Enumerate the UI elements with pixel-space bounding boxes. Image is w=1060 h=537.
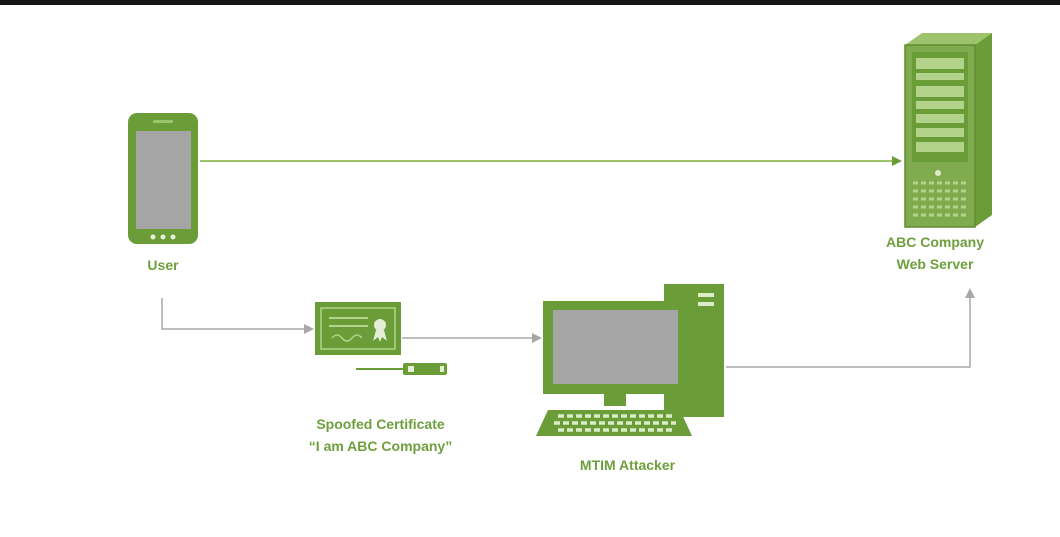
user-label: User — [128, 254, 198, 276]
connector-user-to-certificate — [161, 298, 314, 334]
certificate-icon — [315, 302, 401, 355]
user-label-text: User — [147, 257, 179, 273]
server-label-line1: ABC Company — [885, 234, 984, 250]
attacker-label: MTIM Attacker — [555, 454, 700, 476]
smartphone-icon — [128, 113, 198, 244]
certificate-label-line2: “I am ABC Company” — [308, 438, 453, 454]
certificate-label: Spoofed Certificate “I am ABC Company” — [288, 413, 473, 457]
attacker-label-text: MTIM Attacker — [579, 457, 676, 473]
server-tower-icon — [904, 33, 992, 228]
window-top-edge — [0, 0, 1060, 5]
key-icon — [356, 363, 447, 375]
connector-attacker-to-server — [726, 288, 975, 368]
certificate-label-line1: Spoofed Certificate — [316, 416, 445, 432]
desktop-computer-icon — [536, 284, 724, 436]
server-label: ABC Company Web Server — [860, 231, 1010, 275]
server-label-line2: Web Server — [896, 256, 974, 272]
